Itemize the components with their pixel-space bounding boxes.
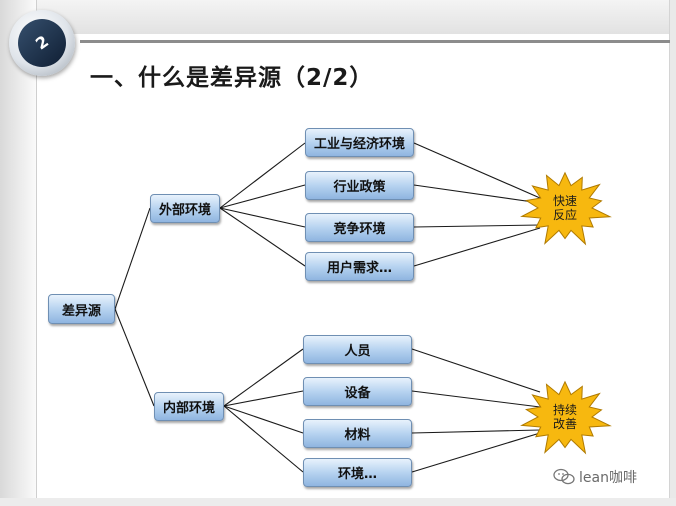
right-bar: [669, 0, 676, 506]
connector-to-burst-1b: [413, 184, 541, 204]
node-internal: 内部环境: [154, 392, 224, 421]
node-external-item-3: 竞争环境: [305, 213, 414, 242]
watermark: lean咖啡: [553, 467, 637, 487]
node-internal-item-3: 材料: [303, 419, 412, 448]
node-internal-item-2-label: 设备: [344, 386, 371, 401]
page-title: 一、什么是差异源（2/2）: [90, 65, 374, 91]
node-external-item-2-label: 行业政策: [333, 180, 386, 195]
connector-to-burst-2c: [411, 429, 541, 434]
outcome-label-2: 持续 改善: [535, 403, 595, 431]
connector-to-burst-2a: [411, 348, 541, 393]
connector-internal-1: [223, 348, 304, 407]
node-external-item-4: 用户需求…: [305, 252, 414, 281]
node-internal-label: 内部环境: [162, 401, 215, 416]
node-internal-item-2: 设备: [303, 377, 412, 406]
wechat-icon: [553, 468, 575, 485]
node-external-item-3-label: 竞争环境: [333, 222, 386, 237]
connector-external-2: [219, 184, 306, 209]
left-bar: [0, 0, 37, 506]
outcome-label-2-line1: 持续: [552, 403, 577, 417]
node-internal-item-1: 人员: [303, 335, 412, 364]
outcome-label-1-line2: 反应: [552, 208, 577, 222]
connector-to-burst-1d: [413, 227, 541, 267]
connector-to-burst-1c: [413, 224, 541, 228]
connector-to-burst-2d: [411, 432, 541, 473]
node-root: 差异源: [48, 294, 115, 324]
node-external-item-1: 工业与经济环境: [305, 128, 414, 157]
bottom-bar: [0, 498, 676, 506]
node-external-item-2: 行业政策: [305, 171, 414, 200]
outcome-label-1: 快速 反应: [535, 194, 595, 222]
title-underline: [80, 40, 670, 43]
connector-external-4: [219, 207, 306, 267]
node-internal-item-1-label: 人员: [344, 344, 371, 359]
node-external-item-1-label: 工业与经济环境: [313, 137, 405, 152]
connector-to-burst-2b: [411, 390, 541, 408]
logo-badge: 2: [18, 19, 66, 67]
top-bar: [0, 0, 676, 34]
watermark-text: lean咖啡: [579, 470, 637, 486]
connector-internal-3: [223, 405, 304, 434]
outcome-label-1-line1: 快速: [552, 194, 577, 208]
outcome-burst-2: [520, 380, 612, 455]
connector-root-internal: [114, 308, 155, 407]
outcome-burst-1: [520, 171, 612, 246]
connector-internal-4: [223, 405, 304, 473]
logo-icon: 2: [9, 10, 75, 76]
node-internal-item-4: 环境…: [303, 458, 412, 487]
node-internal-item-3-label: 材料: [344, 428, 371, 443]
connector-external-3: [219, 207, 306, 228]
node-root-label: 差异源: [61, 303, 101, 319]
outcome-label-2-line2: 改善: [552, 417, 577, 431]
connector-external-1: [219, 142, 306, 209]
connector-internal-2: [223, 390, 304, 407]
node-external-label: 外部环境: [158, 203, 211, 218]
connector-root-external: [114, 207, 151, 310]
connector-to-burst-1a: [413, 142, 541, 199]
node-internal-item-4-label: 环境…: [337, 467, 377, 482]
node-external-item-4-label: 用户需求…: [326, 261, 392, 276]
node-external: 外部环境: [150, 194, 220, 223]
